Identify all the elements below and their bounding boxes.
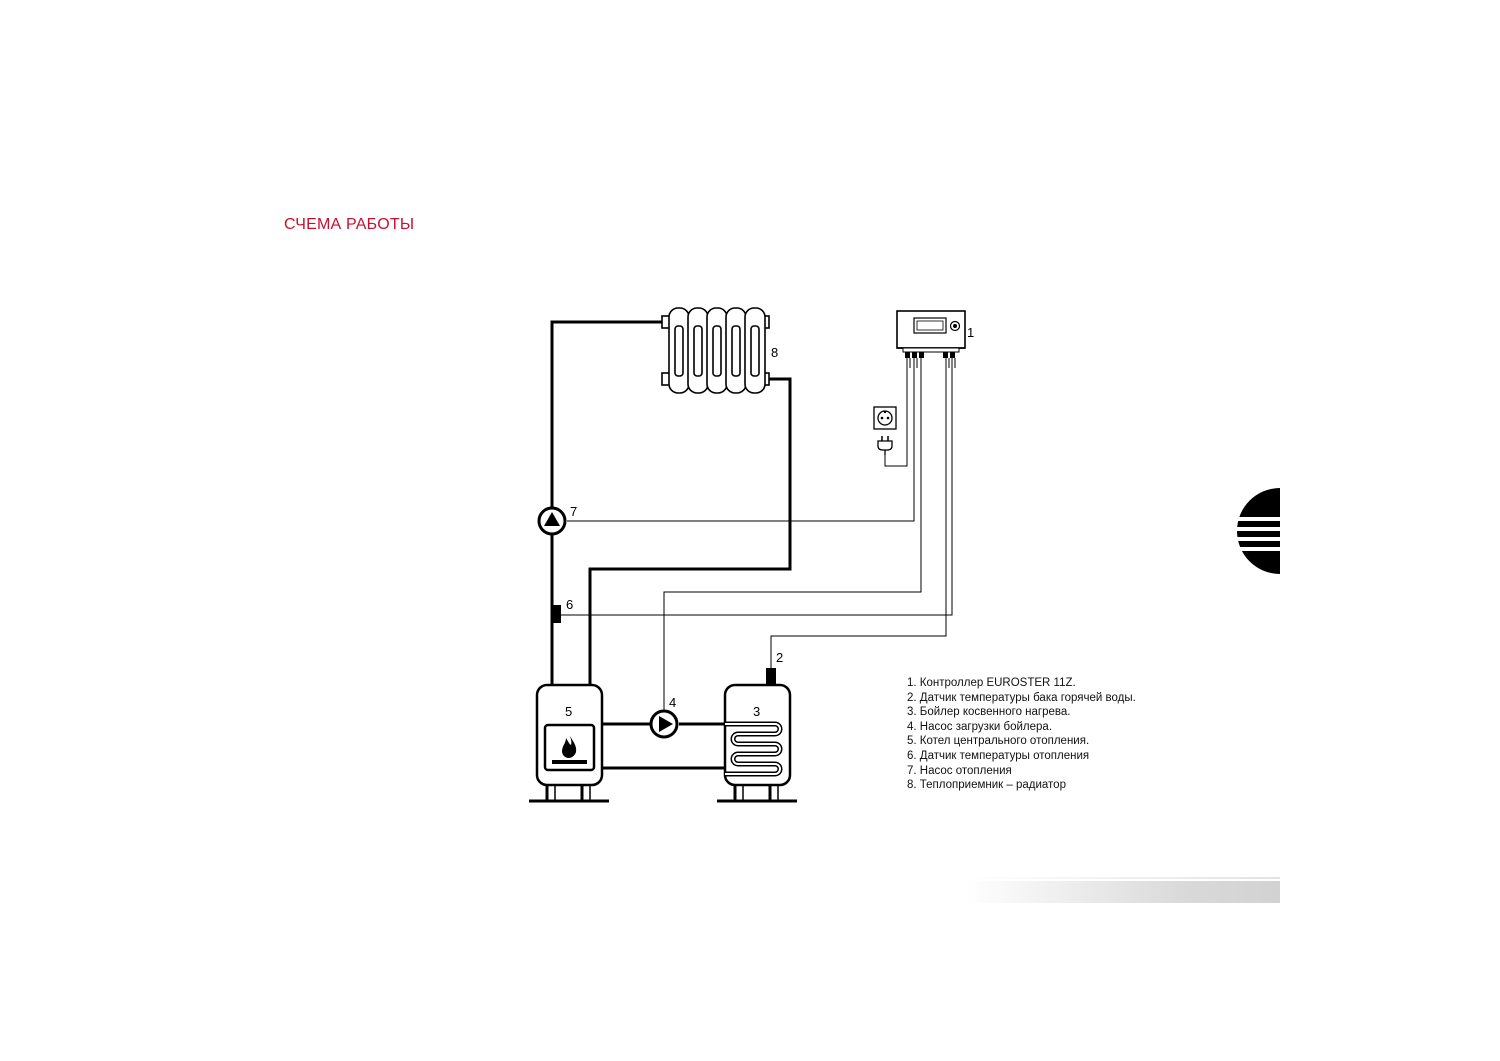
flame-icon [552,735,587,764]
legend-item: 7. Насос отопления [907,764,1012,777]
label-radiator: 8 [771,345,778,360]
supply-pipe [550,320,668,685]
footer-divider [966,877,1280,879]
legend-item: 4. Насос загрузки бойлера. [907,720,1053,733]
legend-item: 1. Контроллер EUROSTER 11Z. [907,677,1076,689]
footer-bar [966,881,1280,903]
label-indirect-boiler: 3 [753,704,760,719]
label-heating-sensor: 6 [566,597,573,612]
pump-icon [537,506,567,536]
page-title: СЧЕМА РАБОТЫ [284,216,415,233]
radiator-icon [661,307,770,394]
legend: 1. Контроллер EUROSTER 11Z. 2. Датчик те… [907,676,1136,793]
label-dhw-sensor: 2 [776,650,783,665]
legend-item: 3. Бойлер косвенного нагрева. [907,706,1071,719]
brand-mark-icon [1236,488,1280,574]
power-socket-icon [873,406,897,430]
label-central-boiler: 5 [565,704,572,719]
dhw-sensor [766,668,776,686]
label-controller: 1 [967,325,974,340]
legend-item: 5. Котел центрального отопления. [907,735,1090,748]
wire-heating-sensor [561,358,953,616]
heating-sensor [551,605,561,623]
label-heating-pump: 7 [570,504,577,519]
signal-wires [561,358,956,712]
label-boiler-pump: 4 [669,695,676,710]
indirect-boiler [717,683,797,803]
legend-item: 6. Датчик температуры отопления [907,749,1090,762]
return-pipe [588,377,792,685]
controller-icon [896,310,966,358]
wire-heating-pump [567,358,915,522]
wire-power [884,358,908,467]
water-pipes [550,320,792,770]
central-boiler [529,683,609,803]
legend-item: 8. Теплоприемник – радиатор [907,779,1066,792]
pump-icon [649,709,679,739]
legend-item: 2. Датчик температуры бака горячей воды. [907,691,1136,704]
wire-boiler-pump [663,358,922,712]
power-plug-icon [877,436,893,455]
wire-dhw-sensor [770,358,947,668]
